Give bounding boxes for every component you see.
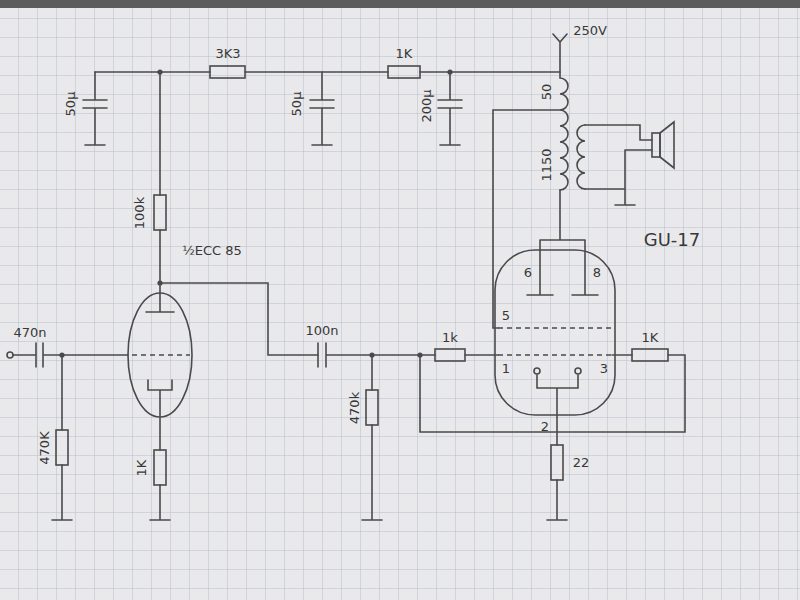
component-label: 470k <box>348 392 361 424</box>
capacitor-symbol <box>83 72 107 145</box>
supply-wire <box>95 34 567 72</box>
paper-edge <box>0 0 800 8</box>
grid-leak-wire <box>52 355 72 520</box>
component-label: 3K3 <box>215 47 240 60</box>
component-label: GU-17 <box>644 231 701 249</box>
resistor-symbol <box>154 450 166 485</box>
grid-symbol <box>132 354 190 356</box>
transformer-primary <box>560 72 568 190</box>
resistor-symbol <box>154 195 166 230</box>
transformer-secondary <box>577 125 585 189</box>
screen-grid-symbol <box>498 327 612 329</box>
resistor-symbol <box>388 66 420 78</box>
tetrode-envelope <box>495 250 615 415</box>
component-label: 50 <box>540 84 553 101</box>
anode-wire <box>527 190 598 295</box>
component-label: 2 <box>541 420 549 433</box>
resistor-symbol <box>435 349 465 361</box>
coupling-capacitor <box>318 343 498 367</box>
signal-wire <box>160 283 318 355</box>
input-capacitor <box>13 343 128 367</box>
resistor-symbol <box>56 430 68 465</box>
resistor-symbol <box>366 390 378 425</box>
capacitor-symbol <box>438 72 462 145</box>
component-label: 50µ <box>64 92 77 117</box>
grid-leak-wire <box>362 355 382 520</box>
speaker-wire <box>585 125 652 205</box>
component-label: 100k <box>133 197 146 229</box>
heater-symbol <box>575 368 581 374</box>
cathode-wire <box>537 375 578 520</box>
component-label: 100n <box>305 324 338 337</box>
component-label: 470n <box>13 326 46 339</box>
component-label: 5 <box>502 309 510 322</box>
grid-wire <box>420 355 685 432</box>
resistor-symbol <box>551 445 563 480</box>
component-label: 1K <box>396 47 413 60</box>
component-label: 1 <box>502 362 510 375</box>
capacitor-symbol <box>310 72 334 145</box>
component-label: 470K <box>38 431 51 464</box>
component-label: 3 <box>600 362 608 375</box>
resistor-symbol <box>632 349 668 361</box>
component-label: 250V <box>573 24 607 37</box>
component-label: 22 <box>573 456 590 469</box>
heater-symbol <box>534 368 540 374</box>
component-label: ½ECC 85 <box>182 244 242 257</box>
grid-symbol <box>498 354 612 356</box>
cathode-wire <box>148 380 172 520</box>
component-label: 1K <box>135 460 148 477</box>
component-label: 1k <box>442 331 458 344</box>
component-label: 8 <box>593 266 601 279</box>
component-label: 50µ <box>290 92 303 117</box>
component-label: 200µ <box>420 89 433 122</box>
component-label: 1K <box>642 331 659 344</box>
input-terminal <box>7 352 13 358</box>
resistor-symbol <box>210 66 245 78</box>
anode-wire <box>146 72 174 312</box>
speaker-symbol <box>652 133 660 157</box>
component-label: 6 <box>524 266 532 279</box>
screen-wire <box>493 110 560 328</box>
speaker-symbol <box>660 122 674 168</box>
component-label: 1150 <box>540 148 553 181</box>
